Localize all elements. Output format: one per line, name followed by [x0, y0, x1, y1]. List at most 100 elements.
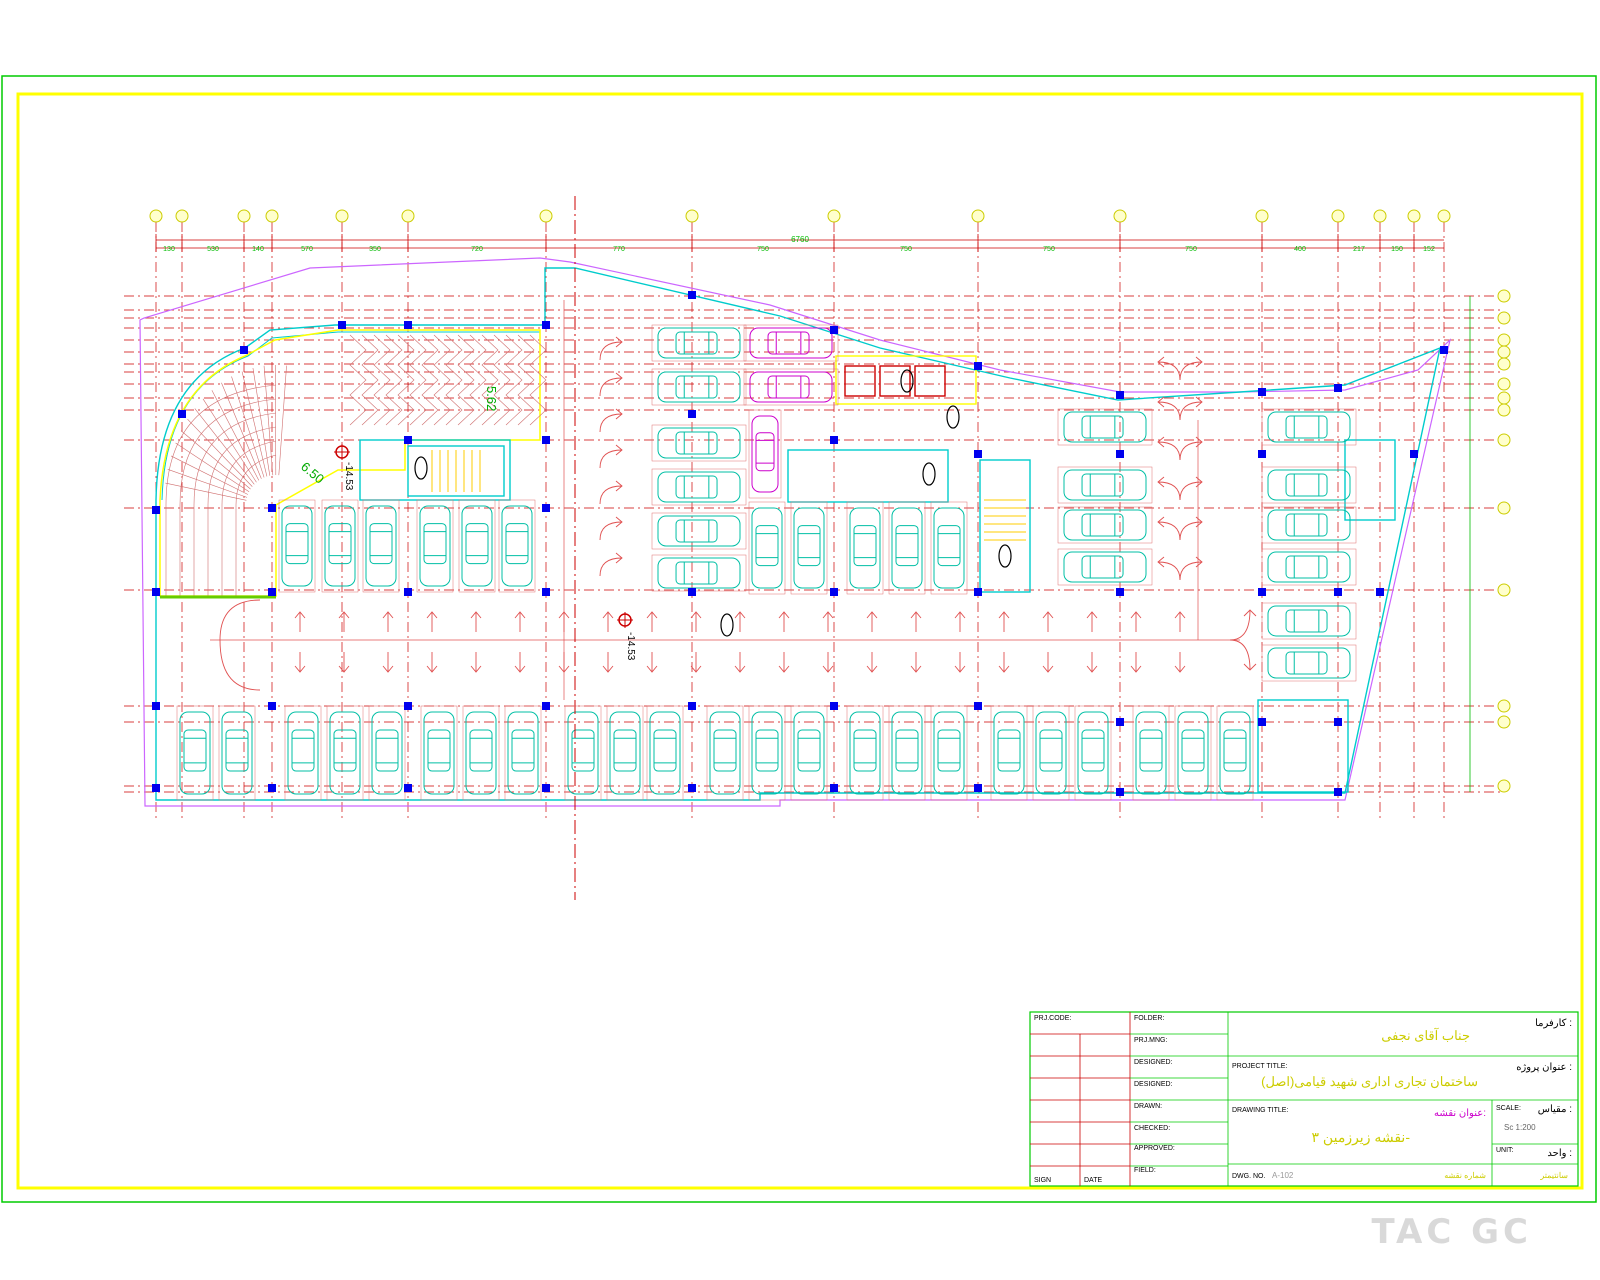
designed-label: DESIGNED: [1134, 1059, 1173, 1066]
car [790, 501, 828, 595]
column [1116, 788, 1124, 796]
ramp-dimension-2: 6.50 [298, 459, 327, 487]
ramp-dimension: 5.62 [484, 386, 499, 411]
car [218, 705, 256, 801]
car [930, 501, 968, 595]
car [1261, 466, 1357, 504]
project-title-label: PROJECT TITLE: [1232, 1063, 1287, 1070]
car [651, 512, 747, 550]
car [651, 468, 747, 506]
dwg-no-label: DWG. NO. [1232, 1173, 1265, 1180]
column [1334, 384, 1342, 392]
column [974, 702, 982, 710]
column [688, 588, 696, 596]
scale-label-fa: مقیاس : [1538, 1104, 1572, 1115]
column [1116, 588, 1124, 596]
car [846, 705, 884, 801]
column [542, 504, 550, 512]
dimension-label: 140 [252, 246, 264, 253]
column [1116, 391, 1124, 399]
car [458, 499, 496, 593]
column [1440, 346, 1448, 354]
column [542, 321, 550, 329]
unit-value: سانتیمتر [1539, 1171, 1568, 1180]
column [688, 291, 696, 299]
column [404, 436, 412, 444]
column [974, 588, 982, 596]
car [1261, 602, 1357, 640]
column [830, 588, 838, 596]
watermark: TAC GC [1371, 1212, 1532, 1252]
car [1074, 705, 1112, 801]
overall-dimension: 6760 [791, 235, 809, 244]
column [404, 702, 412, 710]
car [278, 499, 316, 593]
level-mark-center: -14.53 [625, 632, 636, 661]
field-label: FIELD: [1134, 1167, 1156, 1174]
structural-columns [152, 291, 1448, 796]
column [152, 588, 160, 596]
column [1334, 718, 1342, 726]
car [1132, 705, 1170, 801]
dimension-label: 750 [900, 246, 912, 253]
car [368, 705, 406, 801]
column [178, 410, 186, 418]
column [974, 362, 982, 370]
scale-value: Sc 1:200 [1504, 1123, 1536, 1132]
car [748, 501, 786, 595]
drawing-label-fa: عنوان نقشه: [1434, 1108, 1486, 1119]
column [1376, 588, 1384, 596]
column [1410, 450, 1418, 458]
column [1334, 788, 1342, 796]
column [688, 410, 696, 418]
car [646, 705, 684, 801]
column [542, 784, 550, 792]
dimension-label: 750 [757, 246, 769, 253]
car [564, 705, 602, 801]
prj-mng-label: PRJ.MNG: [1134, 1037, 1168, 1044]
column [404, 321, 412, 329]
car [706, 705, 744, 801]
column [688, 784, 696, 792]
car [284, 705, 322, 801]
column [152, 702, 160, 710]
floor-drains [414, 369, 1012, 637]
car [888, 705, 926, 801]
unit-label-fa: واحد : [1547, 1148, 1572, 1159]
car [1261, 644, 1357, 682]
dimension-label: 130 [163, 246, 175, 253]
car [504, 705, 542, 801]
column [240, 346, 248, 354]
dimension-label: 720 [471, 246, 483, 253]
column [830, 436, 838, 444]
column [1258, 588, 1266, 596]
car [1261, 408, 1357, 446]
grid-bubbles [149, 209, 1511, 793]
column [268, 588, 276, 596]
column [338, 321, 346, 329]
car [1261, 506, 1357, 544]
column [1116, 450, 1124, 458]
inner-frame [16, 92, 1584, 1190]
date-label: DATE [1084, 1177, 1102, 1184]
car [420, 705, 458, 801]
car [651, 324, 747, 362]
column [404, 588, 412, 596]
ramp: 5.62 6.50 [159, 329, 547, 599]
outer-frame [1, 75, 1597, 1203]
car [930, 705, 968, 801]
dimension-label: 150 [1391, 246, 1403, 253]
dwg-no-value: A-102 [1272, 1171, 1294, 1180]
car [416, 499, 454, 593]
car [1174, 705, 1212, 801]
column [1258, 718, 1266, 726]
car [743, 368, 839, 406]
dimension-label: 570 [301, 246, 313, 253]
car [176, 705, 214, 801]
approved-label: APPROVED: [1134, 1145, 1175, 1152]
car [498, 499, 536, 593]
car [1057, 506, 1153, 544]
